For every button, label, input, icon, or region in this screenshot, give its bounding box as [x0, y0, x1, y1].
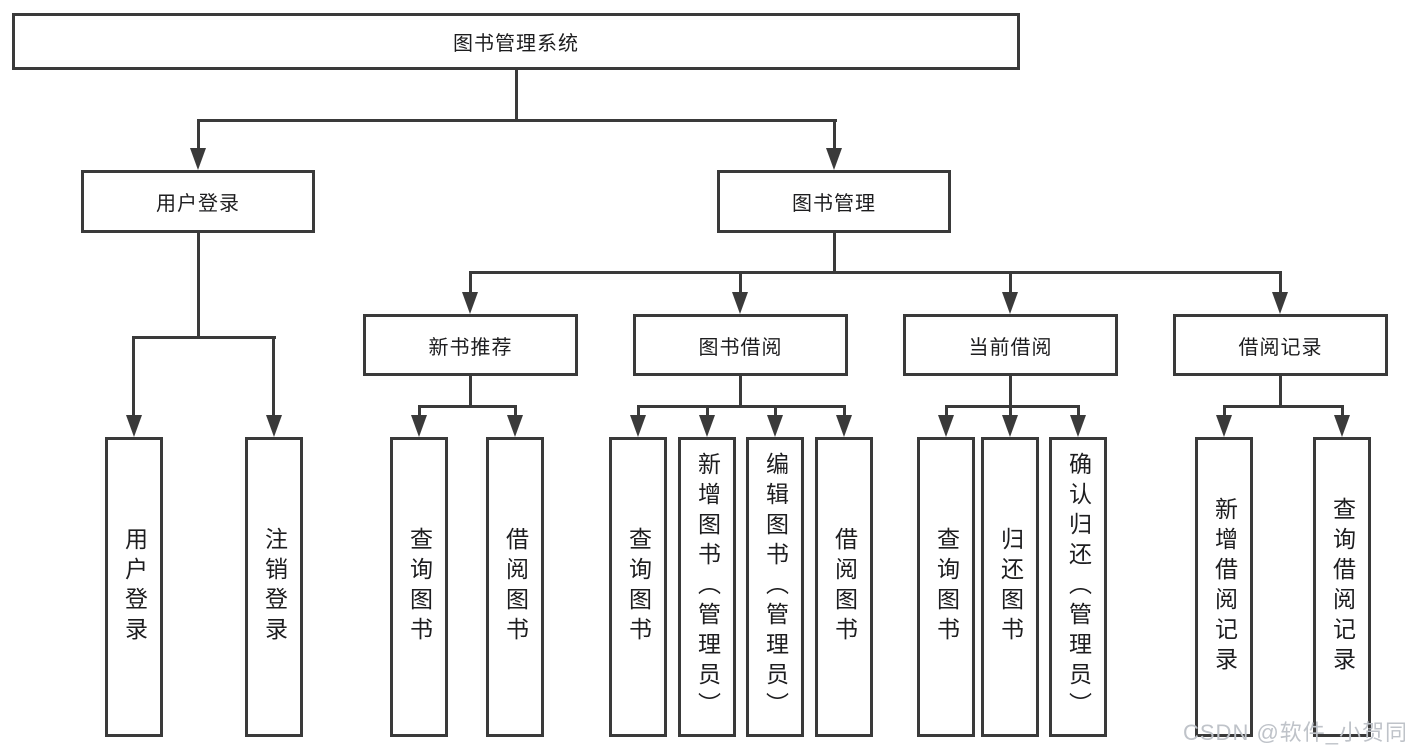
connector-vline: [514, 405, 517, 419]
node-book-management: 图书管理: [717, 170, 951, 233]
connector-hline: [469, 271, 1282, 274]
arrowhead-icon: [1334, 415, 1350, 437]
node-label: 借阅记录: [1238, 336, 1323, 359]
node-logout: 注销登录: [245, 437, 303, 737]
node-user-login-leaf: 用户登录: [105, 437, 163, 737]
node-edit-book-admin: 编辑图书（管理员）: [746, 437, 804, 737]
connector-vline: [515, 70, 518, 119]
arrowhead-icon: [1070, 415, 1086, 437]
connector-vline: [945, 405, 948, 419]
arrowhead-icon: [190, 148, 206, 170]
node-user-login: 用户登录: [81, 170, 315, 233]
connector-vline: [1009, 271, 1012, 294]
connector-vline: [739, 376, 742, 405]
arrowhead-icon: [699, 415, 715, 437]
connector-vline: [469, 271, 472, 294]
connector-hline: [197, 119, 837, 122]
arrowhead-icon: [126, 415, 142, 437]
node-label: 查询图书: [933, 527, 960, 647]
node-add-borrow-record: 新增借阅记录: [1195, 437, 1253, 737]
connector-vline: [132, 336, 135, 417]
node-new-book-recommend: 新书推荐: [363, 314, 578, 376]
node-label: 查询图书: [406, 527, 433, 647]
connector-vline: [1009, 405, 1012, 419]
node-query-borrow-record: 查询借阅记录: [1313, 437, 1371, 737]
connector-vline: [739, 271, 742, 294]
node-label: 查询借阅记录: [1329, 497, 1356, 677]
connector-vline: [833, 119, 836, 150]
node-label: 用户登录: [156, 193, 240, 215]
arrowhead-icon: [266, 415, 282, 437]
node-query-books-recommend: 查询图书: [390, 437, 448, 737]
arrowhead-icon: [630, 415, 646, 437]
node-borrow-books-recommend: 借阅图书: [486, 437, 544, 737]
arrowhead-icon: [462, 292, 478, 314]
node-label: 用户登录: [121, 527, 148, 647]
connector-vline: [637, 405, 640, 419]
node-label: 注销登录: [261, 527, 288, 647]
connector-vline: [706, 405, 709, 419]
arrowhead-icon: [836, 415, 852, 437]
node-query-books-current: 查询图书: [917, 437, 975, 737]
arrowhead-icon: [732, 292, 748, 314]
connector-hline: [945, 405, 1079, 408]
connector-vline: [843, 405, 846, 419]
node-borrow-books-leaf: 借阅图书: [815, 437, 873, 737]
node-borrowing-records: 借阅记录: [1173, 314, 1388, 376]
node-label: 借阅图书: [831, 527, 858, 647]
node-label: 归还图书: [997, 527, 1024, 647]
node-query-books-borrow: 查询图书: [609, 437, 667, 737]
node-label: 当前借阅: [968, 336, 1053, 359]
connector-hline: [637, 405, 845, 408]
connector-vline: [1009, 376, 1012, 405]
node-return-books: 归还图书: [981, 437, 1039, 737]
connector-vline: [1279, 376, 1282, 405]
node-confirm-return-admin: 确认归还（管理员）: [1049, 437, 1107, 737]
connector-hline: [1223, 405, 1344, 408]
node-library-management-system: 图书管理系统: [12, 13, 1020, 70]
node-book-borrowing: 图书借阅: [633, 314, 848, 376]
arrowhead-icon: [1002, 292, 1018, 314]
arrowhead-icon: [507, 415, 523, 437]
arrowhead-icon: [938, 415, 954, 437]
node-label: 图书管理: [792, 193, 876, 215]
arrowhead-icon: [411, 415, 427, 437]
node-label: 图书管理系统: [453, 33, 579, 55]
connector-vline: [1077, 405, 1080, 419]
connector-vline: [1223, 405, 1226, 419]
connector-vline: [197, 233, 200, 336]
connector-vline: [1341, 405, 1344, 419]
node-label: 新书推荐: [428, 336, 513, 359]
node-label: 借阅图书: [502, 527, 529, 647]
node-label: 新增借阅记录: [1211, 497, 1238, 677]
node-label: 新增图书（管理员）: [694, 452, 721, 722]
connector-vline: [418, 405, 421, 419]
connector-vline: [272, 336, 275, 417]
arrowhead-icon: [767, 415, 783, 437]
node-label: 图书借阅: [698, 336, 783, 359]
connector-hline: [132, 336, 276, 339]
node-label: 确认归还（管理员）: [1065, 452, 1092, 722]
connector-vline: [469, 376, 472, 405]
connector-vline: [1279, 271, 1282, 294]
arrowhead-icon: [1216, 415, 1232, 437]
arrowhead-icon: [1272, 292, 1288, 314]
arrowhead-icon: [1002, 415, 1018, 437]
arrowhead-icon: [826, 148, 842, 170]
watermark: CSDN @软件_小贺同学: [1183, 720, 1405, 745]
connector-vline: [774, 405, 777, 419]
node-label: 查询图书: [625, 527, 652, 647]
connector-vline: [197, 119, 200, 150]
node-label: 编辑图书（管理员）: [762, 452, 789, 722]
node-current-borrowing: 当前借阅: [903, 314, 1118, 376]
node-add-book-admin: 新增图书（管理员）: [678, 437, 736, 737]
connector-vline: [833, 233, 836, 271]
connector-hline: [418, 405, 517, 408]
